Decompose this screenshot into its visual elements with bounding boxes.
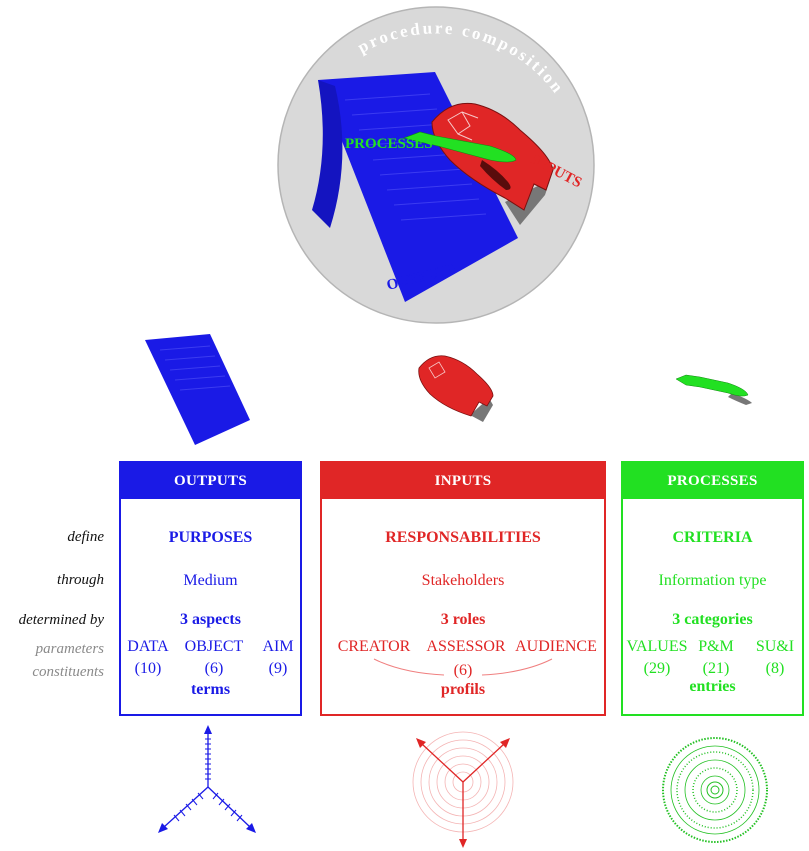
inputs-define: RESPONSABILITIES: [385, 529, 541, 546]
outputs-determined: 3 aspects: [180, 611, 241, 628]
processes-count-pm: (21): [702, 660, 730, 677]
label-processes: PROCESSES: [345, 136, 433, 152]
row-label-parameters: parameters: [35, 641, 104, 657]
paper-illustration: [312, 72, 518, 302]
processes-define: CRITERIA: [672, 529, 753, 546]
procedure-illustration: procedure composition PROCESSES INPUTS O…: [277, 6, 595, 324]
processes-param-sui: SU&I: [755, 638, 795, 655]
inputs-shared-count: (6): [453, 662, 473, 679]
inputs-determined: 3 roles: [440, 611, 486, 628]
outputs-tripod-glyph: [158, 725, 256, 833]
inputs-constituent: profils: [440, 681, 486, 698]
inputs-box: INPUTS RESPONSABILITIES Stakeholders 3 r…: [320, 461, 606, 716]
pen-icon: [675, 374, 752, 405]
outputs-header: OUTPUTS: [121, 463, 300, 499]
processes-param-pm: P&M: [698, 638, 734, 655]
inputs-radar-glyph: [412, 731, 514, 848]
outputs-count-aim: (9): [268, 660, 288, 677]
inputs-param-assessor: ASSESSOR: [426, 638, 506, 655]
processes-dial-glyph: [662, 737, 768, 843]
processes-box: PROCESSES CRITERIA Information type 3 ca…: [621, 461, 804, 716]
outputs-count-data: (10): [134, 660, 162, 677]
pen-illustration: [402, 131, 517, 163]
processes-header: PROCESSES: [623, 463, 802, 499]
outputs-constituent: terms: [190, 681, 231, 698]
outputs-param-object: OBJECT: [184, 638, 244, 655]
row-label-through: through: [57, 572, 104, 588]
row-label-define: define: [67, 529, 104, 545]
processes-count-sui: (8): [765, 660, 785, 677]
processes-param-values: VALUES: [626, 638, 688, 655]
outputs-param-aim: AIM: [262, 638, 294, 655]
outputs-box: OUTPUTS PURPOSES Medium 3 aspects DATA O…: [119, 461, 302, 716]
processes-determined: 3 categories: [672, 611, 753, 628]
inputs-shared-bracket: [373, 658, 553, 676]
inputs-header: INPUTS: [322, 463, 604, 499]
processes-through: Information type: [658, 572, 767, 589]
outputs-through: Medium: [183, 572, 238, 589]
row-label-determined-by: determined by: [18, 612, 104, 628]
inputs-param-audience: AUDIENCE: [515, 638, 597, 655]
processes-constituent: entries: [689, 678, 736, 695]
hand-icon: [418, 355, 494, 422]
paper-icon: [145, 334, 250, 445]
outputs-count-object: (6): [204, 660, 224, 677]
inputs-through: Stakeholders: [421, 572, 505, 589]
outputs-define: PURPOSES: [168, 529, 253, 546]
inputs-param-creator: CREATOR: [337, 638, 411, 655]
row-label-constituents: constituents: [32, 664, 104, 680]
outputs-param-data: DATA: [127, 638, 169, 655]
processes-count-values: (29): [643, 660, 671, 677]
